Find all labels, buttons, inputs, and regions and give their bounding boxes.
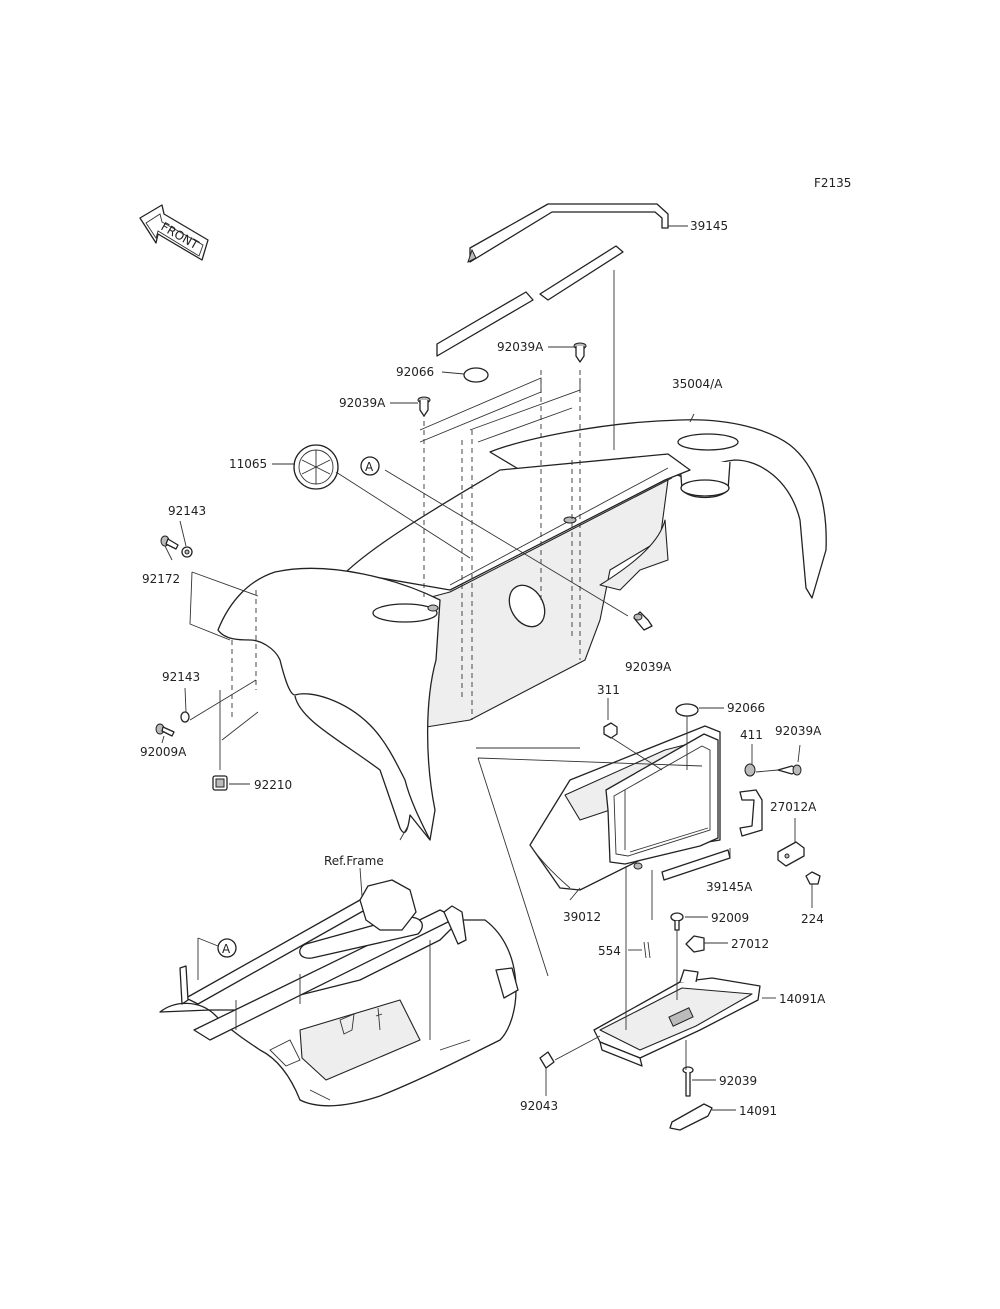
- assembly-lines-fender: [231, 270, 615, 720]
- label-92039A-top: 92039A: [497, 340, 544, 354]
- clip-27012-icon: [685, 935, 705, 953]
- clip-92039A-top-icon: [573, 342, 587, 363]
- leader-lines-right: [476, 698, 813, 977]
- label-92039A-left: 92039A: [339, 396, 386, 410]
- label-11065: 11065: [229, 457, 267, 471]
- pin-92043-icon: [539, 1051, 555, 1069]
- label-92009A: 92009A: [140, 745, 187, 759]
- front-arrow-icon: FRONT: [139, 204, 209, 261]
- label-92066-top: 92066: [396, 365, 434, 379]
- cap-92066-top-icon: [463, 367, 489, 383]
- label-39012: 39012: [563, 910, 601, 924]
- clip-92039A-right-icon: [777, 764, 802, 776]
- clip-92039A-mid-icon: [633, 611, 653, 631]
- callout-a-frame: A: [217, 938, 237, 958]
- label-92039A-right: 92039A: [775, 724, 822, 738]
- label-411: 411: [740, 728, 763, 742]
- label-92039: 92039: [719, 1074, 757, 1088]
- callout-a-top: A: [360, 456, 380, 476]
- label-311: 311: [597, 683, 620, 697]
- nut-92210-icon: [212, 775, 228, 791]
- label-ref-frame: Ref.Frame: [324, 854, 384, 868]
- pin-554-icon: [643, 941, 651, 959]
- label-27012: 27012: [731, 937, 769, 951]
- nut-311-icon: [603, 722, 618, 739]
- clip-92039A-left-icon: [417, 396, 431, 417]
- clip-92009-icon: [670, 912, 684, 931]
- cap-92066-right-icon: [675, 703, 699, 717]
- trim-rail-39145: [436, 203, 669, 357]
- callout-a-top-label: A: [365, 460, 374, 474]
- hinge-14091-icon: [669, 1103, 713, 1131]
- label-92066-right: 92066: [727, 701, 765, 715]
- bracket-27012A-icon: [777, 841, 805, 867]
- trim-rail-39145A: [661, 789, 763, 881]
- fender-body-35004A: [217, 419, 827, 841]
- label-27012A: 27012A: [770, 800, 817, 814]
- bolt-92172-icon: [160, 535, 179, 550]
- label-224: 224: [801, 912, 824, 926]
- rivet-92039-icon: [682, 1066, 694, 1097]
- screw-224-icon: [805, 871, 821, 885]
- label-14091: 14091: [739, 1104, 777, 1118]
- label-35004A: 35004/A: [672, 377, 723, 391]
- label-92143-top: 92143: [168, 504, 206, 518]
- storage-box-39012: [529, 725, 721, 891]
- lid-14091A: [593, 969, 761, 1067]
- label-92143-mid: 92143: [162, 670, 200, 684]
- label-39145: 39145: [690, 219, 728, 233]
- label-554: 554: [598, 944, 621, 958]
- figure-code: F2135: [814, 176, 851, 190]
- label-92039A-mid: 92039A: [625, 660, 672, 674]
- label-92043: 92043: [520, 1099, 558, 1113]
- cover-11065-icon: [293, 444, 339, 490]
- label-14091A: 14091A: [779, 992, 826, 1006]
- label-39145A: 39145A: [706, 880, 753, 894]
- washer-92143-top-icon: [181, 546, 193, 558]
- washer-411-icon: [744, 763, 756, 777]
- label-92210: 92210: [254, 778, 292, 792]
- washer-92143-mid-icon: [180, 711, 190, 723]
- leader-lines-top: [161, 225, 695, 785]
- leader-lines-frame: [197, 867, 363, 980]
- bolt-92009A-icon: [155, 723, 175, 737]
- label-92009: 92009: [711, 911, 749, 925]
- label-92172: 92172: [142, 572, 180, 586]
- leader-lines-lower: [545, 866, 776, 1111]
- callout-a-frame-label: A: [222, 942, 231, 956]
- reference-frame: [159, 879, 519, 1107]
